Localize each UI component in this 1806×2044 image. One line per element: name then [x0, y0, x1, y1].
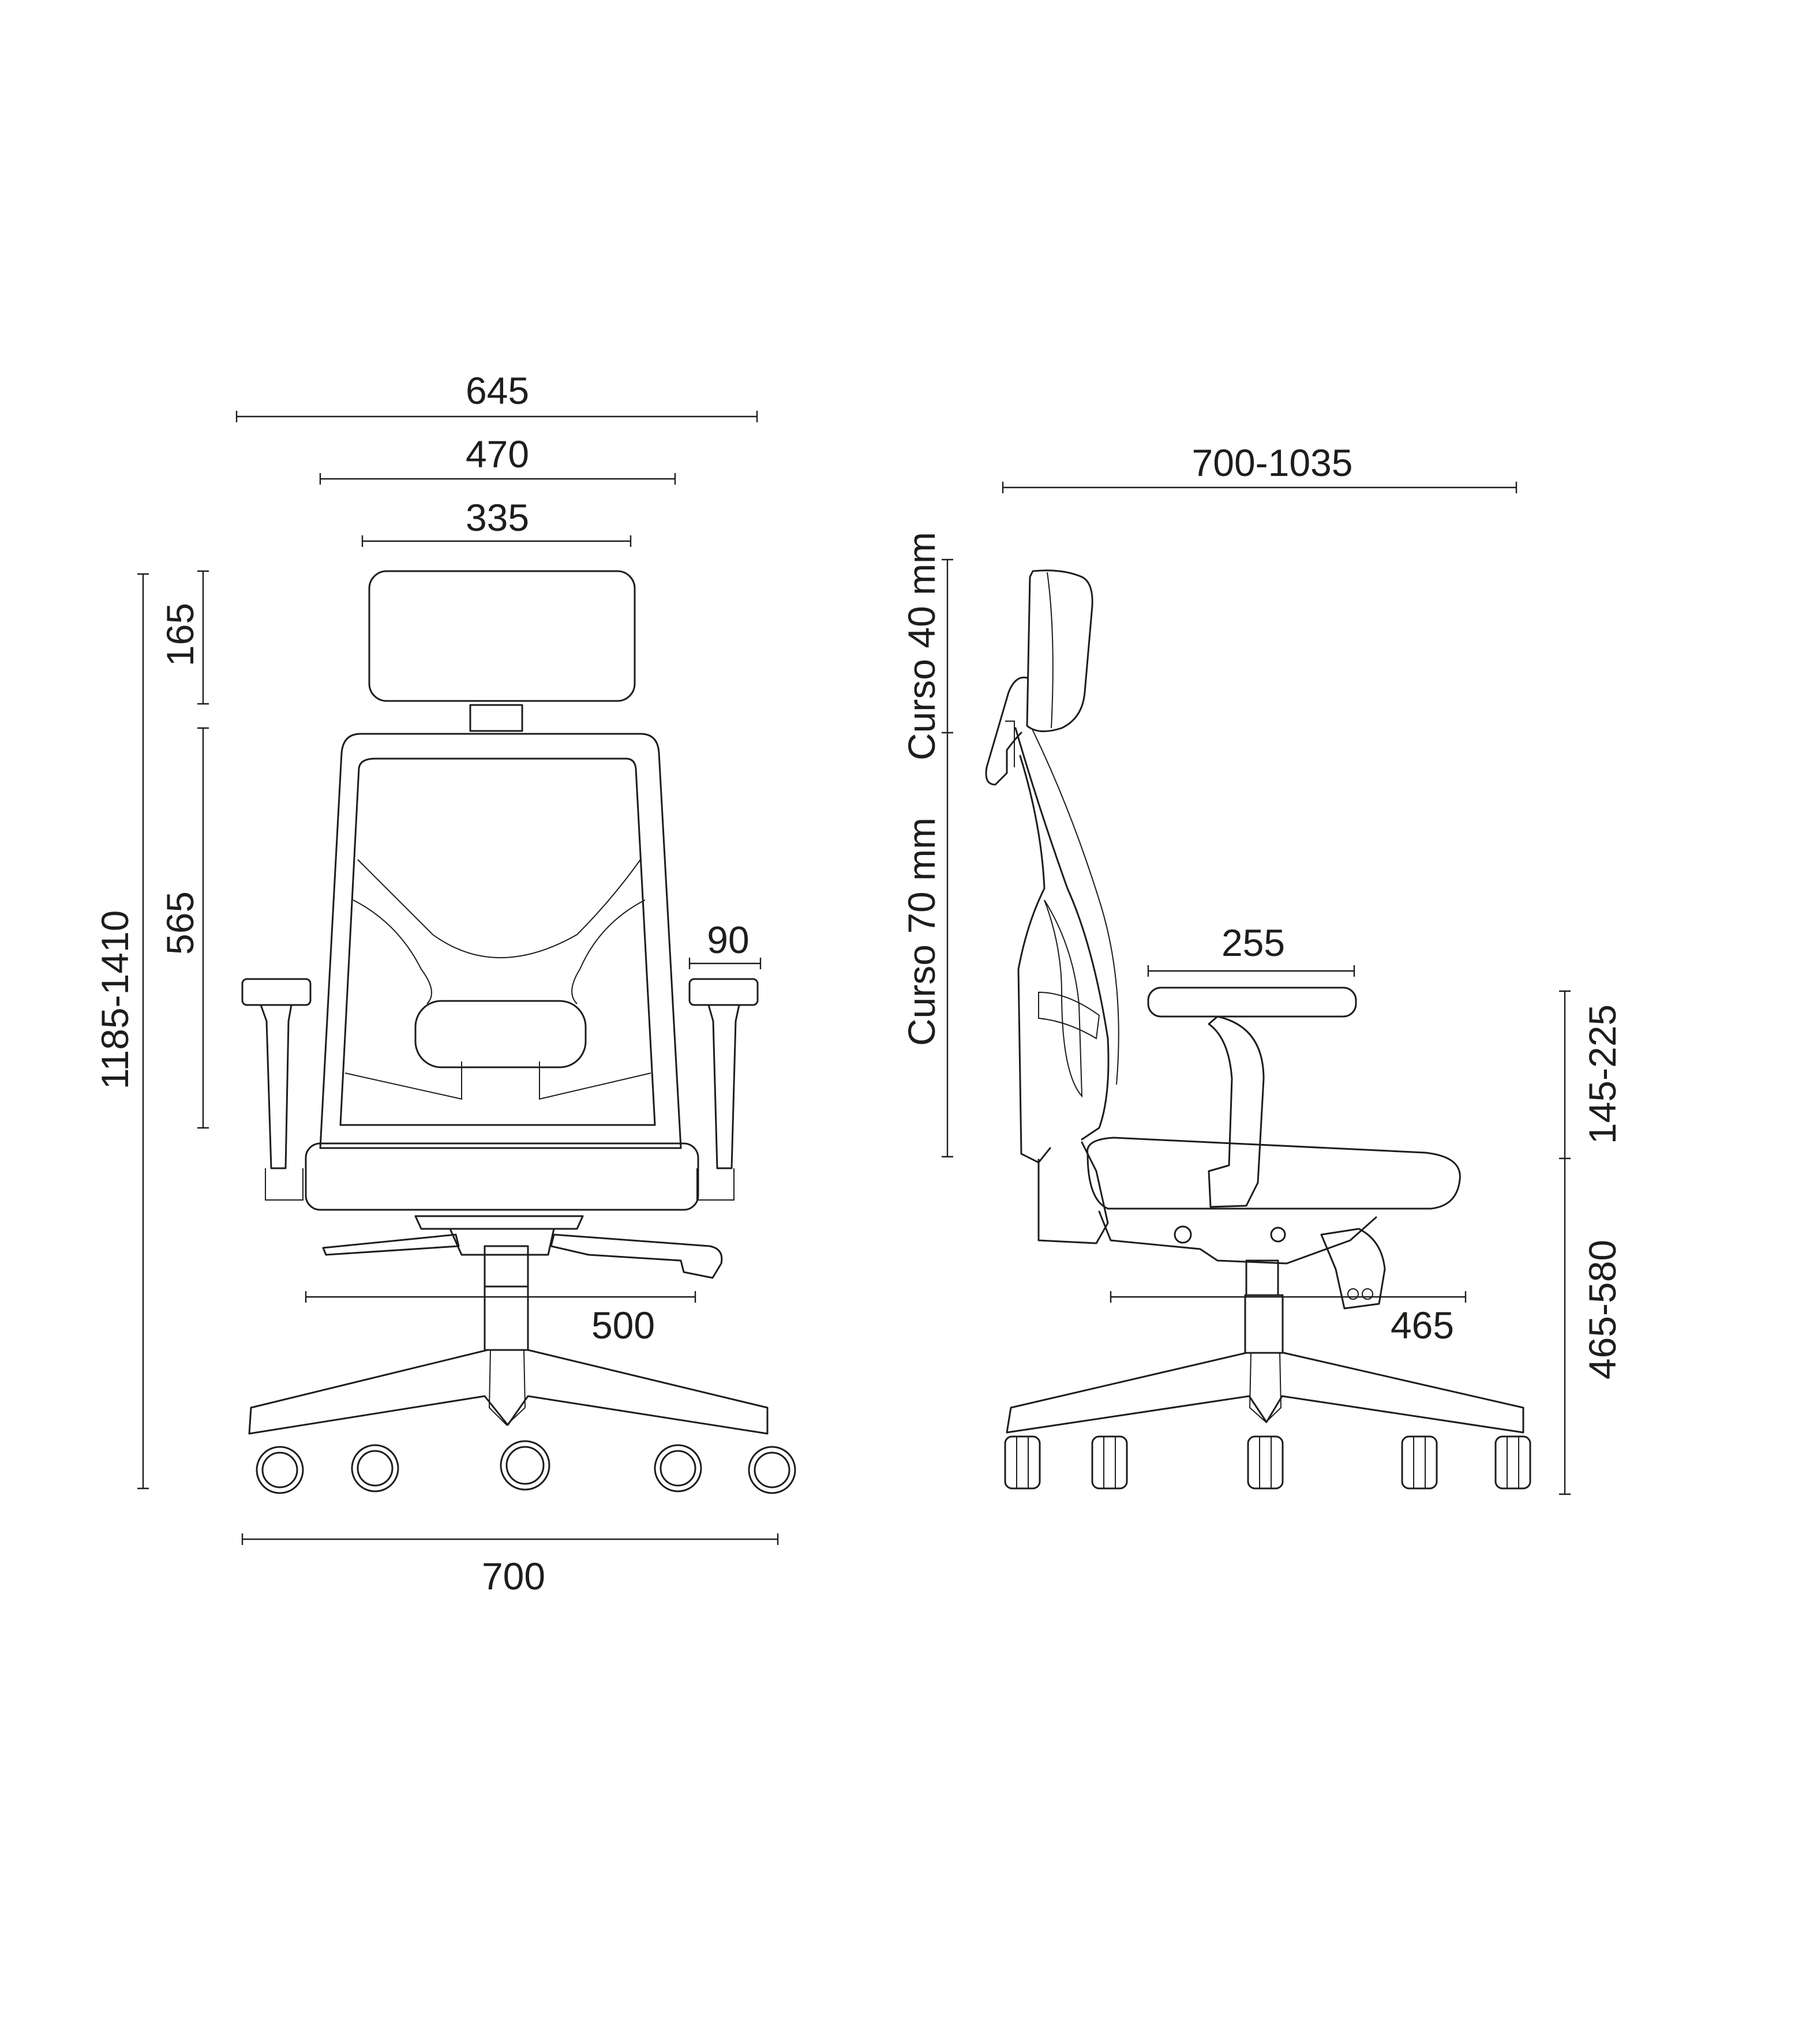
front-caster-5	[748, 1446, 796, 1494]
side-headrest-bracket	[1005, 721, 1015, 767]
front-caster-1-hub	[261, 1452, 298, 1488]
side-mechanism-knob-2	[1270, 1227, 1286, 1243]
side-view-chair	[985, 569, 1531, 1490]
front-gas-lift-column	[484, 1285, 529, 1351]
label-backrest-height: 565	[159, 891, 201, 955]
side-paddle-dot-2	[1362, 1288, 1373, 1300]
front-dimension-labels: 645 470 335 165 565 1185-1410 90 500 700	[93, 369, 750, 1597]
side-backrest-pad	[1044, 899, 1083, 1098]
side-headrest	[1026, 569, 1093, 733]
front-view-chair	[241, 570, 796, 1494]
front-base-center	[488, 1349, 526, 1426]
side-seat	[1086, 1137, 1461, 1210]
label-armrest-height: 145-225	[1581, 1004, 1624, 1144]
side-paddle	[1320, 1228, 1386, 1310]
front-mesh-lower-left	[344, 1062, 462, 1100]
side-lumbar	[1038, 991, 1100, 1040]
front-armrest-pad-left	[241, 978, 312, 1006]
side-backrest-mesh-line	[1031, 727, 1119, 1085]
front-mechanism	[414, 1215, 584, 1230]
side-caster-2	[1091, 1435, 1128, 1490]
front-casters	[256, 1440, 796, 1494]
label-seat-width: 500	[591, 1304, 655, 1347]
front-lumbar-support	[414, 1000, 587, 1068]
label-armrest-length: 255	[1222, 921, 1285, 964]
label-overall-width-top: 645	[466, 369, 529, 412]
side-caster-1	[1004, 1435, 1041, 1490]
side-dimension-labels: 700-1035 Curso 40 mm Curso 70 mm 255 145…	[900, 441, 1624, 1379]
label-overall-depth: 700-1035	[1192, 441, 1353, 484]
label-headrest-height: 165	[159, 603, 201, 666]
front-dimension-lines	[137, 411, 779, 1545]
side-headrest-arm	[985, 676, 1028, 786]
front-mesh-curve-upper	[357, 859, 641, 958]
side-caster-5	[1494, 1435, 1531, 1490]
front-seat	[305, 1142, 699, 1211]
label-headrest-width: 335	[466, 496, 529, 539]
side-gas-lift-top	[1245, 1259, 1279, 1296]
front-base-star	[248, 1349, 769, 1435]
front-armrest-post-right	[707, 1004, 740, 1169]
front-mesh-curve-right	[571, 899, 646, 1004]
front-lever-right	[550, 1233, 723, 1279]
front-caster-1	[256, 1446, 304, 1494]
side-dimension-lines	[942, 482, 1571, 1495]
label-backrest-travel: Curso 70 mm	[900, 817, 943, 1046]
side-caster-3	[1247, 1435, 1284, 1490]
front-caster-3	[500, 1440, 550, 1491]
side-backrest-rear	[1017, 755, 1051, 1164]
front-headrest-bracket	[469, 704, 523, 732]
side-headrest-inner	[1047, 572, 1054, 729]
front-caster-4	[654, 1444, 702, 1492]
label-seat-depth: 465	[1391, 1304, 1454, 1347]
label-armrest-width: 90	[707, 918, 749, 961]
side-mechanism	[1098, 1210, 1377, 1265]
side-caster-4	[1401, 1435, 1438, 1490]
front-armrest-post-left	[260, 1004, 293, 1169]
side-paddle-dot-1	[1347, 1288, 1359, 1300]
label-base-width: 700	[482, 1555, 545, 1597]
front-lever-left	[322, 1233, 460, 1256]
label-headrest-travel: Curso 40 mm	[900, 532, 943, 760]
side-back-lower	[1037, 1141, 1109, 1244]
front-caster-3-hub	[505, 1446, 545, 1485]
front-caster-2	[351, 1444, 399, 1492]
front-backrest-mesh	[339, 757, 656, 1126]
label-backrest-width: 470	[466, 433, 529, 475]
side-mechanism-knob-1	[1174, 1225, 1192, 1244]
front-armrest-pad-right	[688, 978, 759, 1006]
front-caster-4-hub	[660, 1450, 696, 1487]
front-caster-2-hub	[357, 1450, 394, 1487]
front-mechanism-body	[449, 1228, 555, 1256]
side-gas-lift-column	[1244, 1294, 1284, 1354]
side-base-star	[1006, 1352, 1524, 1434]
side-armrest-pad	[1147, 987, 1357, 1018]
side-casters	[1004, 1435, 1531, 1490]
label-seat-height: 465-580	[1581, 1240, 1624, 1379]
front-caster-5-hub	[754, 1452, 790, 1488]
front-armrest-lower-left	[265, 1168, 304, 1201]
front-headrest	[368, 570, 636, 702]
front-gas-lift-top	[484, 1245, 529, 1288]
side-base-center	[1249, 1352, 1282, 1423]
front-backrest-frame	[319, 733, 682, 1149]
front-mesh-curve-left	[353, 899, 432, 1004]
front-armrest-lower-right	[696, 1168, 735, 1201]
label-total-height: 1185-1410	[93, 910, 136, 1090]
front-mesh-lower-right	[539, 1062, 651, 1100]
side-backrest-front	[1014, 727, 1110, 1141]
side-armrest-post	[1208, 1015, 1265, 1208]
